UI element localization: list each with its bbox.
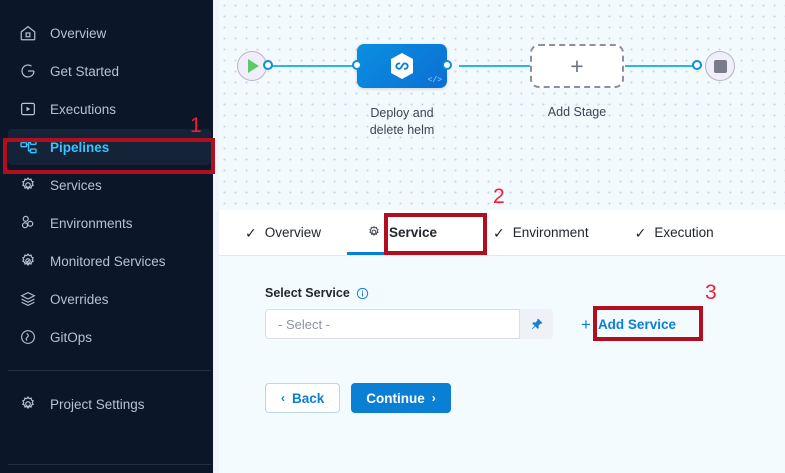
edge-start-to-stage [267,65,385,67]
code-icon: </> [427,76,442,85]
pipeline-canvas[interactable]: </> Deploy and delete helm + Add Stage [219,0,785,210]
gear-icon [367,225,381,241]
pipeline-flow: </> Deploy and delete helm + Add Stage [219,0,785,210]
back-button[interactable]: ‹ Back [265,383,341,413]
sidebar-divider-bottom [8,464,211,465]
check-icon: ✓ [245,224,257,241]
continue-button-label: Continue [366,390,425,406]
connector-dot-start[interactable] [263,60,273,70]
sidebar-item-label: GitOps [50,329,93,345]
home-icon [18,23,38,43]
start-node[interactable] [237,51,267,81]
main-area: </> Deploy and delete helm + Add Stage [219,0,785,473]
pipeline-nodes-icon [18,137,38,157]
edge-addstage-to-end [625,65,697,67]
tab-label: Overview [264,225,321,240]
continue-button[interactable]: Continue › [351,383,451,413]
stage-label: Deploy and delete helm [342,105,462,139]
play-triangle-icon [248,59,259,73]
sidebar-item-gitops[interactable]: GitOps [8,319,211,355]
stage-label-line1: Deploy and [370,106,434,120]
tab-label: Execution [654,225,714,240]
sidebar-divider-top [8,370,211,371]
tab-service[interactable]: Service [346,210,458,255]
sidebar-item-label: Executions [50,101,117,117]
gear-icon [18,394,38,414]
stage-node-deploy-and-delete-helm[interactable]: </> [357,44,447,88]
chevron-left-icon: ‹ [281,391,285,405]
pin-icon[interactable] [520,309,553,339]
tab-overview[interactable]: ✓ Overview [239,210,327,255]
connector-dot-stage-in[interactable] [352,60,362,70]
chevron-right-icon: › [431,391,436,405]
stage-label-line2: delete helm [369,123,435,137]
rocket-circle-icon [18,61,38,81]
add-service-link[interactable]: + Add Service [581,314,676,334]
select-service-row: - Select - + Add Service [265,309,785,339]
play-box-icon [18,99,38,119]
sidebar-item-label: Project Settings [50,396,145,412]
tab-label: Service [389,225,438,240]
tab-environment[interactable]: ✓ Environment [487,210,595,255]
sidebar-item-get-started[interactable]: Get Started [8,53,211,89]
add-service-label: Add Service [597,316,676,332]
select-service-input[interactable]: - Select - [265,309,520,339]
stop-square-icon [713,59,727,73]
form-buttons: ‹ Back Continue › [265,383,785,413]
check-icon: ✓ [634,224,647,241]
add-stage-label: Add Stage [547,105,607,119]
sidebar-item-label: Environments [50,215,133,231]
plus-icon: + [570,53,584,79]
sidebar-item-label: Services [50,177,102,193]
sidebar-item-environments[interactable]: Environments [8,205,211,241]
check-icon: ✓ [493,224,505,241]
sidebar-item-overview[interactable]: Overview [8,15,211,51]
sidebar-item-monitored-services[interactable]: Monitored Services [8,243,211,279]
back-button-label: Back [292,390,325,406]
select-service-control: - Select - [265,309,553,339]
sidebar-item-label: Overview [50,25,107,41]
sidebar-item-label: Monitored Services [50,253,166,269]
monitored-gear-icon [18,251,38,271]
connector-dot-end[interactable] [692,60,702,70]
plus-icon: + [581,314,591,334]
helm-hexagon-icon [391,52,413,79]
sidebar-item-project-settings[interactable]: Project Settings [8,386,211,422]
gitops-icon [18,327,38,347]
sidebar-item-label: Get Started [50,63,120,79]
tab-execution[interactable]: ✓ Execution [629,210,720,255]
sidebar-item-services[interactable]: Services [8,167,211,203]
tab-label: Environment [512,225,589,240]
sidebar-spacer [0,423,219,450]
service-form: Select Service - Select - [219,256,785,473]
sidebar-item-pipelines[interactable]: Pipelines [8,129,211,165]
sidebar-item-label: Overrides [50,291,109,307]
connector-dot-stage-out[interactable] [442,60,452,70]
stage-tabbar: ✓ Overview Service ✓ Environment ✓ Execu… [219,210,785,256]
add-stage-node[interactable]: + [530,44,624,88]
sidebar: Overview Get Started Executions [0,0,219,473]
layers-icon [18,289,38,309]
info-icon[interactable] [356,287,369,300]
sidebar-item-executions[interactable]: Executions [8,91,211,127]
gear-icon [18,175,38,195]
environments-icon [18,213,38,233]
select-service-label-row: Select Service [265,286,785,300]
select-service-label: Select Service [265,286,350,300]
end-node[interactable] [705,51,735,81]
sidebar-item-label: Pipelines [50,139,110,155]
sidebar-item-overrides[interactable]: Overrides [8,281,211,317]
edge-stage-to-addstage [459,65,531,67]
